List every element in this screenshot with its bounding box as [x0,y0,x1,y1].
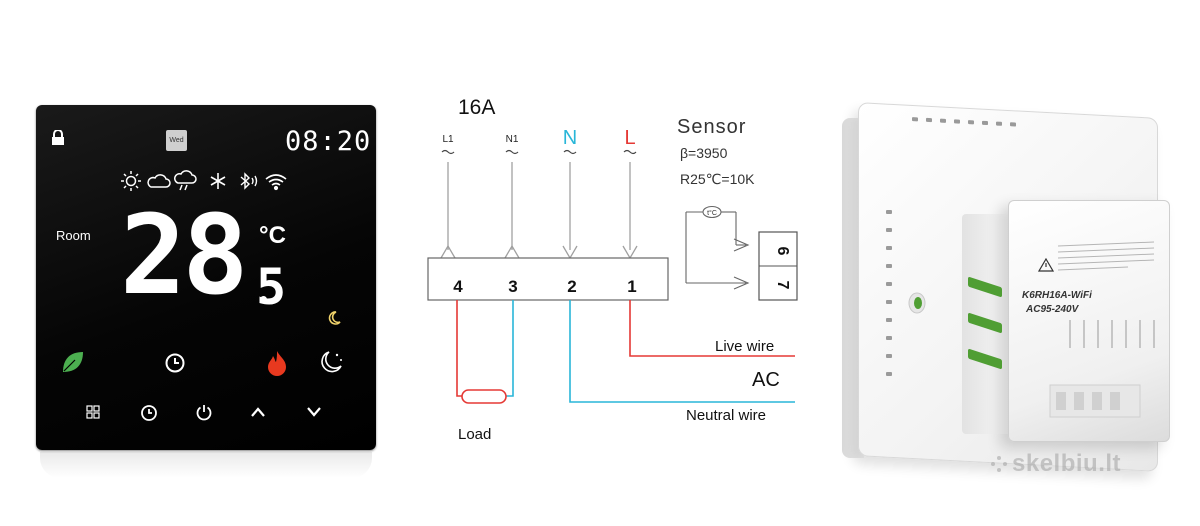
neutral-wire-label: Neutral wire [686,407,766,424]
wiring-diagram: 16A L1 N1 N L 4 3 2 1 Live wire AC Neutr… [427,96,798,443]
terminal-n-label: N [563,127,577,149]
module-terminal-markings [1069,320,1155,348]
sensor-r25: R25℃=10K [680,171,755,187]
decimal-point [260,296,267,303]
clock-display: 08:20 [285,126,372,157]
status-icon-row [121,170,287,191]
sensor-symbol: t°C [707,209,717,217]
sensor-circuit [685,205,798,301]
current-rating: 16A [458,96,495,119]
terminal-1: 1 [627,277,636,296]
terminal-l-label: L [624,127,635,149]
thermostat-reflection [40,452,372,478]
terminal-n1-label: N1 [506,134,519,145]
terminal-2: 2 [567,277,576,296]
moon-icon [328,311,341,325]
voltage-rating: AC95-240V [1026,304,1079,315]
terminal-block [427,257,669,301]
module-bottom-terminals [1049,384,1141,418]
temperature-value: 28 [120,191,248,319]
load-label: Load [458,426,491,443]
flame-icon[interactable] [266,350,288,376]
warning-fine-print [1058,241,1155,271]
room-label: Room [56,228,91,243]
terminal-3: 3 [508,277,517,296]
ac-tilde-symbols [441,149,637,155]
night-mode-icon[interactable] [317,349,345,375]
leaf-icon[interactable] [60,349,86,375]
live-wire-label: Live wire [715,338,774,355]
side-slots [886,210,894,430]
bluetooth-icon [240,172,258,190]
snowflake-icon [210,173,226,189]
temperature-decimal: 5 [256,258,287,316]
day-indicator: Wed [166,130,187,151]
power-icon[interactable] [195,403,213,421]
rain-icon [174,170,197,191]
watermark-text: skelbiu.lt [1012,450,1122,477]
watermark-logo-icon [991,456,1007,472]
temperature-unit: °C [259,222,286,249]
ac-label: AC [752,369,780,391]
lock-icon [52,130,64,145]
cloud-icon [147,174,171,188]
load-wire-blue [504,300,514,397]
timer-icon[interactable] [140,404,158,422]
sensor-beta: β=3950 [680,145,728,161]
neutral-wire [569,300,795,403]
grid-icon[interactable] [86,405,100,419]
terminal-wires [440,162,638,260]
clock-icon[interactable] [164,352,186,374]
model-number: K6RH16A-WiFi [1022,290,1092,301]
wifi-icon [265,174,287,191]
load-resistor [461,389,507,404]
sensor-terminal-6: 6 [774,247,791,256]
load-wire-red [456,300,464,397]
terminal-l1-label: L1 [442,134,454,145]
sun-icon [121,171,141,191]
sensor-terminal-7: 7 [774,281,791,290]
live-wire [629,300,795,357]
terminal-4: 4 [453,277,463,296]
down-arrow-icon[interactable] [306,406,322,418]
warning-icon [1038,258,1054,272]
mounting-hole [908,292,926,314]
sensor-title: Sensor [677,116,746,138]
up-arrow-icon[interactable] [250,406,266,418]
thermostat-front-panel [36,105,376,450]
